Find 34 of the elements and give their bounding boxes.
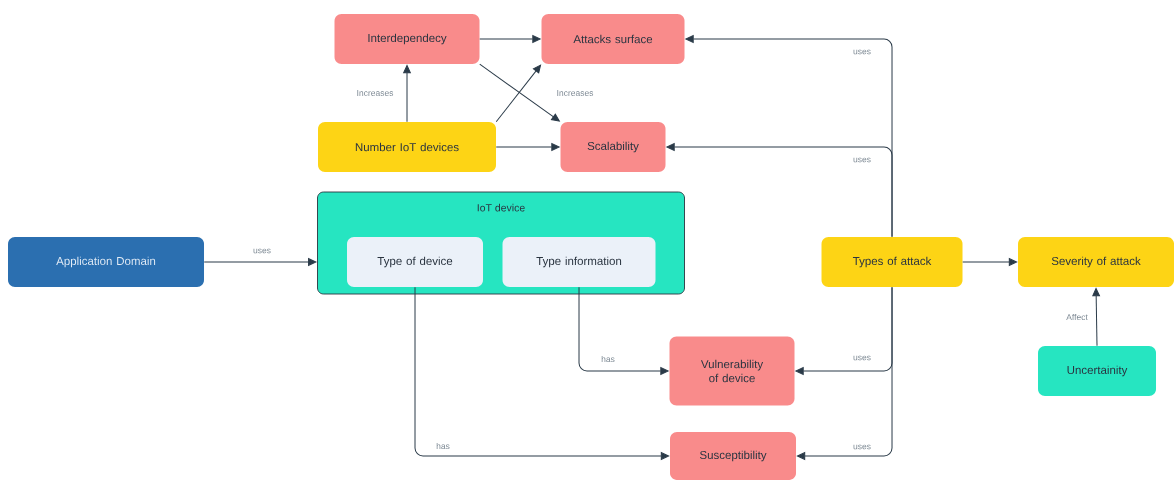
process-box: Types of attack bbox=[821, 237, 963, 287]
arrow bbox=[479, 35, 541, 43]
edge-label: Affect bbox=[1065, 312, 1089, 322]
edge-label: Increases bbox=[355, 89, 395, 97]
process-box: Type of device bbox=[347, 237, 483, 287]
edge-label: has bbox=[435, 441, 451, 451]
process-box: Interdependecy bbox=[334, 14, 480, 64]
arrow bbox=[495, 143, 560, 151]
arrow bbox=[578, 286, 669, 375]
edge-label: uses bbox=[252, 247, 272, 255]
process-box: Scalability bbox=[560, 122, 666, 172]
process-box: Application Domain bbox=[8, 237, 204, 287]
edge-label: uses bbox=[852, 156, 872, 164]
edge-label: uses bbox=[852, 354, 872, 362]
edge-label: has bbox=[600, 354, 616, 364]
arrow bbox=[403, 64, 411, 123]
edge-label: uses bbox=[852, 443, 872, 451]
arrow bbox=[1092, 287, 1100, 347]
arrow bbox=[414, 286, 670, 460]
arrow bbox=[495, 64, 542, 123]
edge-label: uses bbox=[852, 48, 872, 56]
arrow bbox=[796, 286, 893, 460]
process-box: Susceptibility bbox=[670, 432, 796, 480]
arrow bbox=[479, 63, 560, 122]
process-box: Attacks surface bbox=[541, 14, 685, 64]
process-box: Number IoT devices bbox=[318, 122, 496, 172]
edge-label: Increases bbox=[555, 89, 595, 97]
process-box: Uncertainity bbox=[1038, 346, 1156, 396]
arrow bbox=[203, 258, 317, 266]
arrow bbox=[666, 143, 893, 238]
process-box: Severity of attack bbox=[1018, 237, 1174, 287]
process-box: Type information bbox=[502, 237, 656, 287]
arrow bbox=[962, 258, 1018, 266]
process-box: Vulnerability of device bbox=[669, 336, 795, 406]
